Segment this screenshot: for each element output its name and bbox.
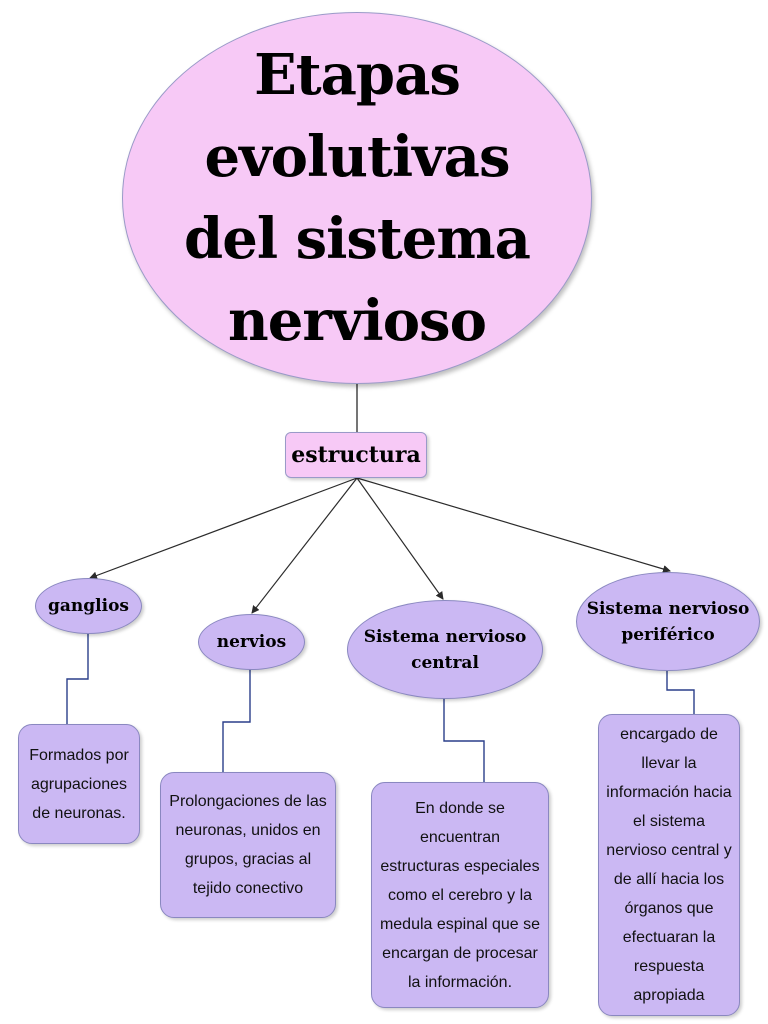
desc-line: llevar la xyxy=(641,755,697,772)
diagram-title: Etapas evolutivas del sistema nervioso xyxy=(184,34,531,362)
desc-line: respuesta xyxy=(633,958,705,975)
node-label: central xyxy=(411,652,479,673)
desc-line: el sistema xyxy=(632,813,706,830)
title-ellipse: Etapas evolutivas del sistema nervioso xyxy=(122,12,592,384)
node-label: Sistema nervioso xyxy=(363,626,527,647)
desc-line: En donde se xyxy=(415,799,505,817)
node-nervios: nervios xyxy=(198,614,305,670)
desc-line: encargado de xyxy=(620,726,718,743)
node-label: ganglios xyxy=(48,596,129,616)
arrow-to-snp xyxy=(356,477,671,573)
node-label: periférico xyxy=(621,624,715,645)
arrow-to-ganglios xyxy=(89,477,358,580)
arrow-to-nervios xyxy=(251,477,358,614)
title-line: del sistema xyxy=(184,206,531,272)
node-ganglios: ganglios xyxy=(35,578,142,634)
desc-line: de allí hacia los xyxy=(613,871,725,888)
desc-line: encargan de procesar xyxy=(382,944,538,962)
desc-line: la información. xyxy=(407,973,513,991)
desc-line: medula espinal que se xyxy=(379,915,541,933)
desc-line: nervioso central y xyxy=(606,842,732,859)
desc-line: apropiada xyxy=(633,987,705,1004)
desc-line: como el cerebro y la xyxy=(387,886,533,904)
desc-line: agrupaciones xyxy=(30,775,128,793)
desc-line: neuronas, unidos en xyxy=(175,822,321,839)
elbow-snc xyxy=(443,697,485,782)
desc-line: encuentran xyxy=(419,828,501,846)
desc-line: tejido conectivo xyxy=(192,880,304,897)
desc-nervios: Prolongaciones de las neuronas, unidos e… xyxy=(160,772,336,918)
node-sistema-nervioso-periferico: Sistema nervioso periférico xyxy=(576,572,760,671)
title-line: Etapas xyxy=(254,42,461,108)
elbow-snp xyxy=(666,669,695,714)
desc-line: grupos, gracias al xyxy=(184,851,312,868)
desc-ganglios: Formados por agrupaciones de neuronas. xyxy=(18,724,140,844)
arrow-to-snc xyxy=(356,477,444,600)
title-line: evolutivas xyxy=(204,124,510,190)
title-line: nervioso xyxy=(228,288,487,354)
elbow-nervios xyxy=(222,668,251,772)
node-sistema-nervioso-central: Sistema nervioso central xyxy=(347,600,543,699)
node-label: Sistema nervioso xyxy=(586,598,750,619)
elbow-ganglios xyxy=(66,632,89,724)
desc-line: Formados por xyxy=(29,746,129,764)
desc-sistema-nervioso-periferico: encargado de llevar la información hacia… xyxy=(598,714,740,1016)
desc-line: Prolongaciones de las xyxy=(169,793,327,810)
desc-sistema-nervioso-central: En donde se encuentran estructuras espec… xyxy=(371,782,549,1008)
desc-line: información hacia xyxy=(606,784,732,801)
desc-line: estructuras especiales xyxy=(380,857,540,875)
desc-line: de neuronas. xyxy=(32,804,126,822)
node-label: nervios xyxy=(216,632,287,652)
desc-line: efectuaran la xyxy=(622,929,716,946)
desc-line: órganos que xyxy=(624,900,714,917)
estructura-node: estructura xyxy=(285,432,427,478)
